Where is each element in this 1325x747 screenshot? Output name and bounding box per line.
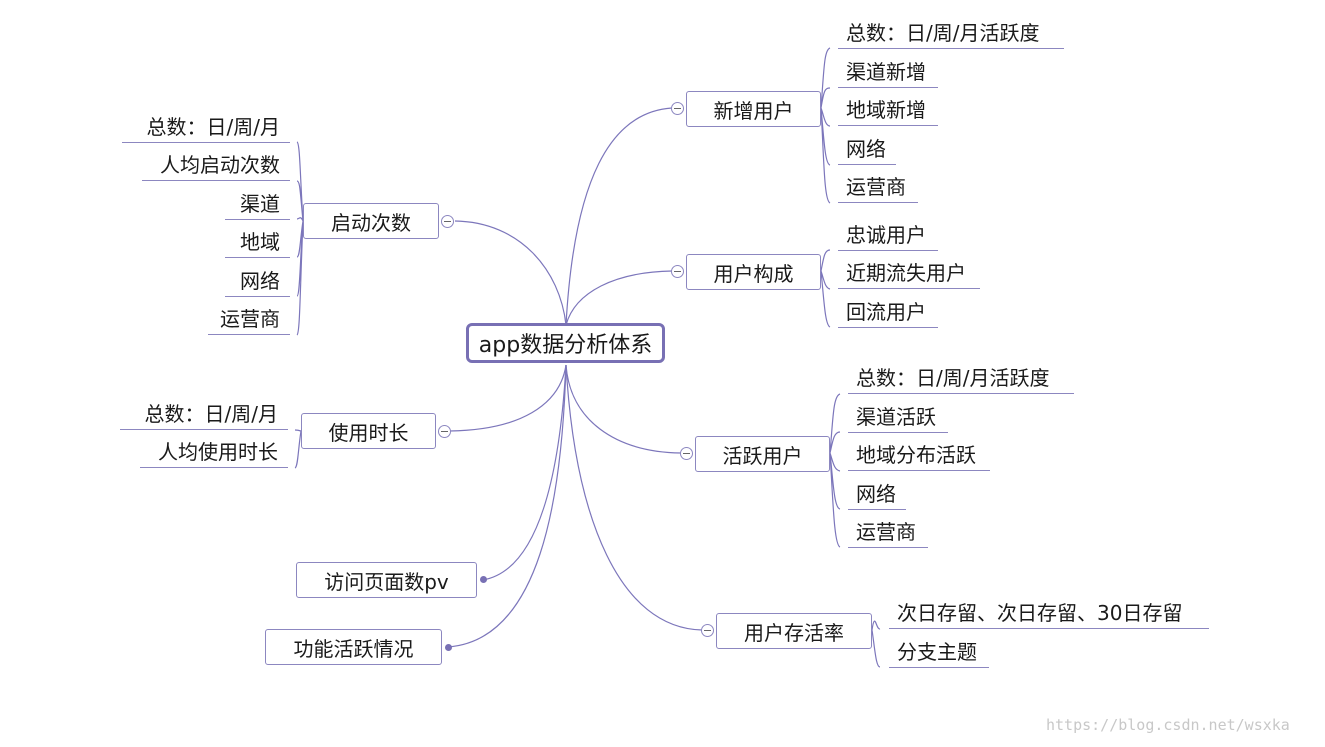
leaf-node[interactable]: 人均启动次数 xyxy=(142,151,290,181)
leaf-node[interactable]: 近期流失用户 xyxy=(838,259,980,289)
leaf-node[interactable]: 总数：日/周/月活跃度 xyxy=(848,364,1074,394)
branch-node-pv[interactable]: 访问页面数pv xyxy=(296,562,477,598)
leaf-node[interactable]: 网络 xyxy=(838,135,896,165)
link-root-shichang xyxy=(449,364,567,432)
link-root-gongneng xyxy=(447,364,567,648)
link-root-cunhuo xyxy=(565,364,703,631)
leaf-node[interactable]: 网络 xyxy=(848,480,906,510)
branch-node-qidong[interactable]: 启动次数 xyxy=(303,203,439,239)
link-root-goucheng xyxy=(565,270,673,326)
collapse-toggle-icon[interactable] xyxy=(701,624,714,637)
bracket-shichang xyxy=(294,429,302,469)
leaf-node[interactable]: 渠道 xyxy=(225,190,290,220)
branch-node-huoyue[interactable]: 活跃用户 xyxy=(695,436,830,472)
branch-node-xinzeng[interactable]: 新增用户 xyxy=(686,91,821,127)
leaf-node[interactable]: 忠诚用户 xyxy=(838,221,938,251)
branch-node-gongneng[interactable]: 功能活跃情况 xyxy=(265,629,442,665)
collapse-toggle-icon[interactable] xyxy=(438,425,451,438)
branch-node-cunhuo[interactable]: 用户存活率 xyxy=(716,613,872,649)
branch-dot-icon xyxy=(445,644,452,651)
leaf-node[interactable]: 运营商 xyxy=(848,518,928,548)
bracket-cunhuo xyxy=(871,620,881,668)
branch-node-shichang[interactable]: 使用时长 xyxy=(301,413,436,449)
link-root-pv xyxy=(482,364,567,581)
leaf-node[interactable]: 运营商 xyxy=(208,305,290,335)
leaf-node[interactable]: 地域新增 xyxy=(838,96,938,126)
collapse-toggle-icon[interactable] xyxy=(671,102,684,115)
collapse-toggle-icon[interactable] xyxy=(671,265,684,278)
leaf-node[interactable]: 地域 xyxy=(225,228,290,258)
leaf-node[interactable]: 地域分布活跃 xyxy=(848,441,990,471)
leaf-node[interactable]: 运营商 xyxy=(838,173,918,203)
bracket-goucheng xyxy=(820,249,831,328)
link-root-xinzeng xyxy=(565,107,673,326)
leaf-node[interactable]: 网络 xyxy=(225,267,290,297)
collapse-toggle-icon[interactable] xyxy=(441,215,454,228)
leaf-node[interactable]: 次日存留、次日存留、30日存留 xyxy=(889,599,1209,629)
link-root-qidong xyxy=(454,220,567,326)
leaf-node[interactable]: 总数：日/周/月 xyxy=(120,400,288,430)
watermark: https://blog.csdn.net/wsxka xyxy=(1046,716,1290,734)
branch-node-goucheng[interactable]: 用户构成 xyxy=(686,254,821,290)
collapse-toggle-icon[interactable] xyxy=(680,447,693,460)
root-node[interactable]: app数据分析体系 xyxy=(466,323,665,363)
leaf-node[interactable]: 分支主题 xyxy=(889,638,989,668)
link-root-huoyue xyxy=(565,364,682,454)
bracket-xinzeng xyxy=(820,47,831,204)
leaf-node[interactable]: 回流用户 xyxy=(838,298,938,328)
bracket-huoyue xyxy=(829,393,841,548)
leaf-node[interactable]: 总数：日/周/月活跃度 xyxy=(838,19,1064,49)
branch-dot-icon xyxy=(480,576,487,583)
leaf-node[interactable]: 渠道新增 xyxy=(838,58,938,88)
leaf-node[interactable]: 渠道活跃 xyxy=(848,403,948,433)
leaf-node[interactable]: 人均使用时长 xyxy=(140,438,288,468)
leaf-node[interactable]: 总数：日/周/月 xyxy=(122,113,290,143)
bracket-qidong xyxy=(296,141,304,336)
